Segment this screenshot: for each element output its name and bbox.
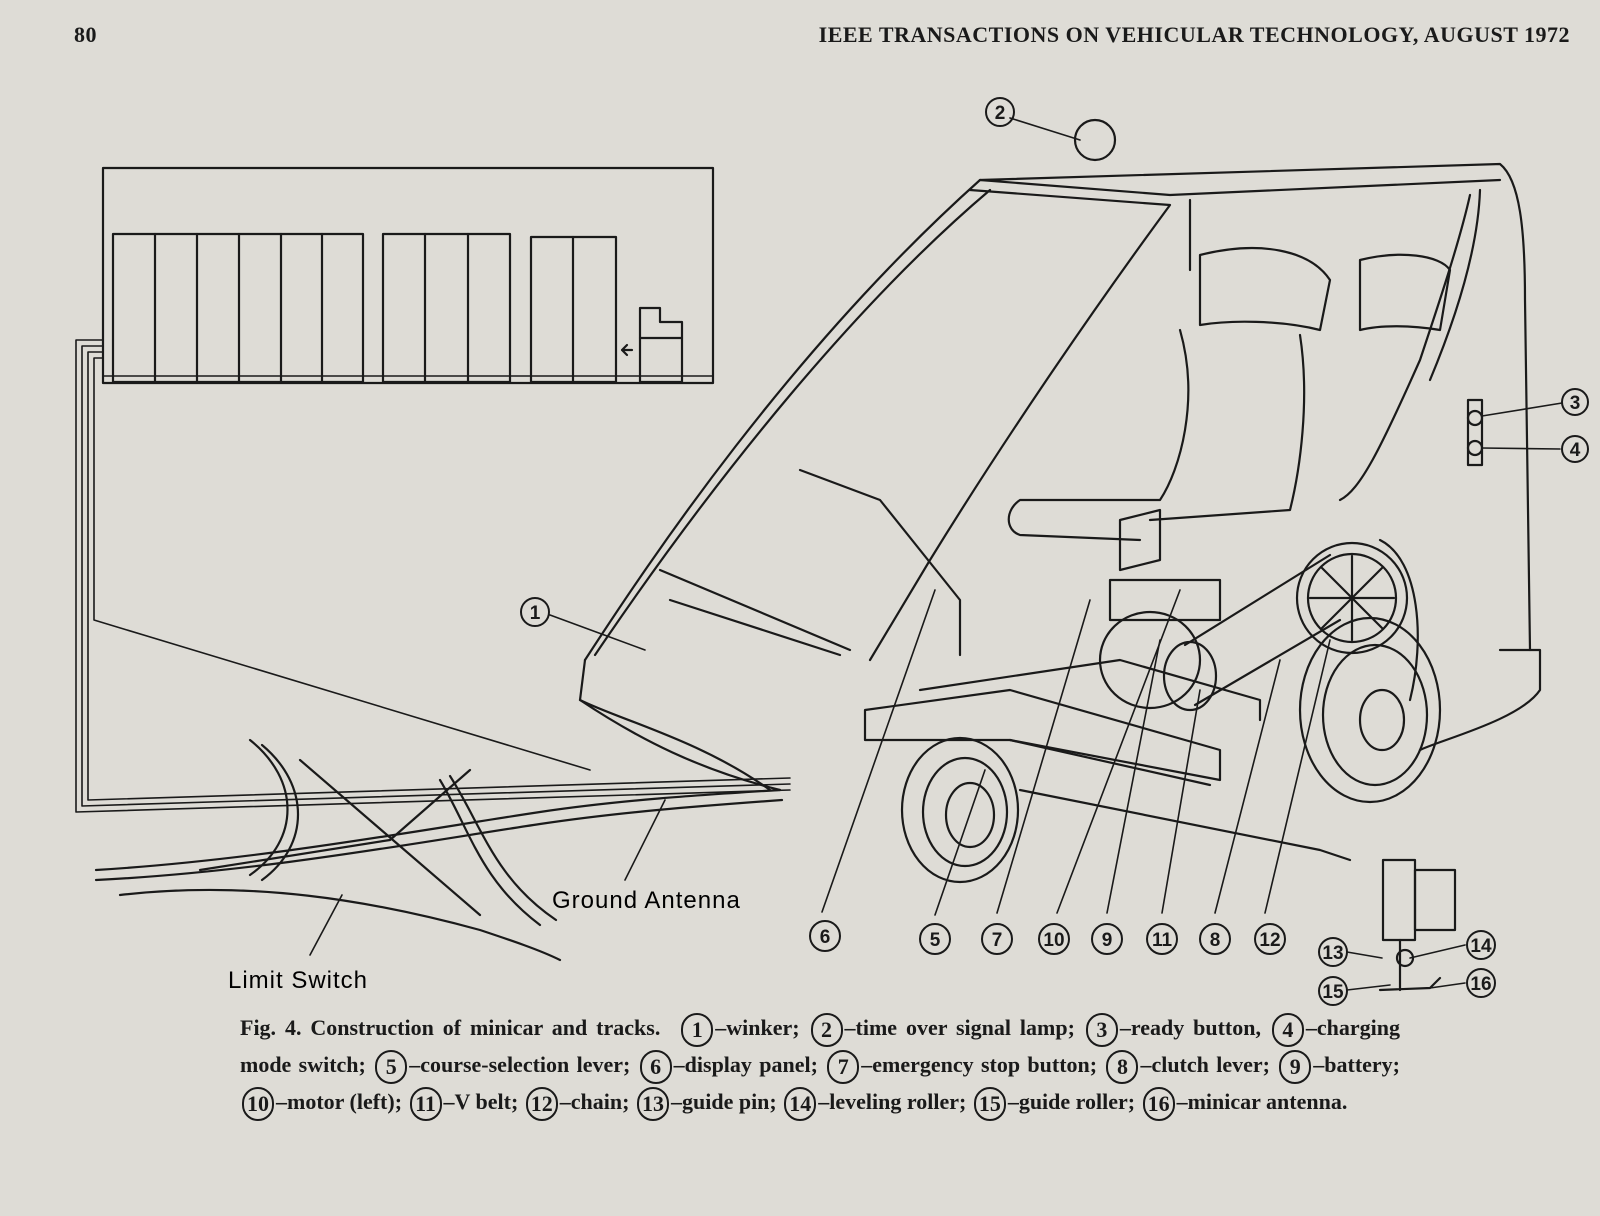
caption-item: 10–motor (left); [240,1086,402,1121]
figure-caption: Fig. 4. Construction of minicar and trac… [240,1010,1400,1121]
callout-10: 10 [1043,930,1064,951]
minicar-body [578,162,1542,862]
callout-11: 11 [1152,930,1173,951]
button-panel [1466,398,1484,467]
callout-16: 16 [1470,974,1491,995]
station-building [101,166,715,385]
callout-8: 8 [1210,930,1221,951]
caption-item: 12–chain; [524,1086,629,1121]
track-junction [94,738,784,962]
caption-item: 3–ready button, [1084,1012,1261,1047]
caption-item: 13–guide pin; [635,1086,777,1121]
callout-9: 9 [1102,930,1113,951]
ground-antenna-label: Ground Antenna [552,887,741,914]
callout-7: 7 [992,930,1003,951]
drive-train [1098,508,1342,712]
caption-item: 14–leveling roller; [782,1086,966,1121]
callout-12: 12 [1259,930,1280,951]
rear-wheel [1295,541,1442,804]
leader-lines [309,117,1563,991]
callout-14: 14 [1470,936,1492,957]
callout-4: 4 [1570,440,1581,461]
caption-item: 8–clutch lever; [1104,1049,1270,1084]
limit-switch-label: Limit Switch [228,967,368,994]
callout-15: 15 [1322,982,1344,1003]
running-head: IEEE TRANSACTIONS ON VEHICULAR TECHNOLOG… [818,22,1570,47]
page-number: 80 [74,22,97,47]
callout-13: 13 [1322,943,1343,964]
caption-item: 2–time over signal lamp; [809,1012,1075,1047]
callout-1: 1 [530,603,541,624]
callout-6: 6 [820,927,831,948]
caption-fig-label: Fig. 4. Construction of minicar and trac… [240,1015,661,1040]
caption-item: 5–course-selection lever; [373,1049,630,1084]
signal-lamp [1073,118,1117,162]
caption-item: 6–display panel; [638,1049,818,1084]
caption-item: 11–V belt; [408,1086,518,1121]
front-wheel [900,736,1020,884]
caption-item: 15–guide roller; [972,1086,1135,1121]
caption-item: 9–battery; [1277,1049,1400,1084]
caption-item: 1–winker; [679,1012,800,1047]
callout-5: 5 [930,930,941,951]
caption-item: 16–minicar antenna. [1141,1086,1347,1121]
guide-pin-assembly [1378,858,1457,992]
caption-item: 4–charging mode switch; [240,1012,1400,1077]
callout-3: 3 [1570,393,1581,414]
caption-item: 7–emergency stop button; [825,1049,1097,1084]
callout-2: 2 [995,103,1006,124]
